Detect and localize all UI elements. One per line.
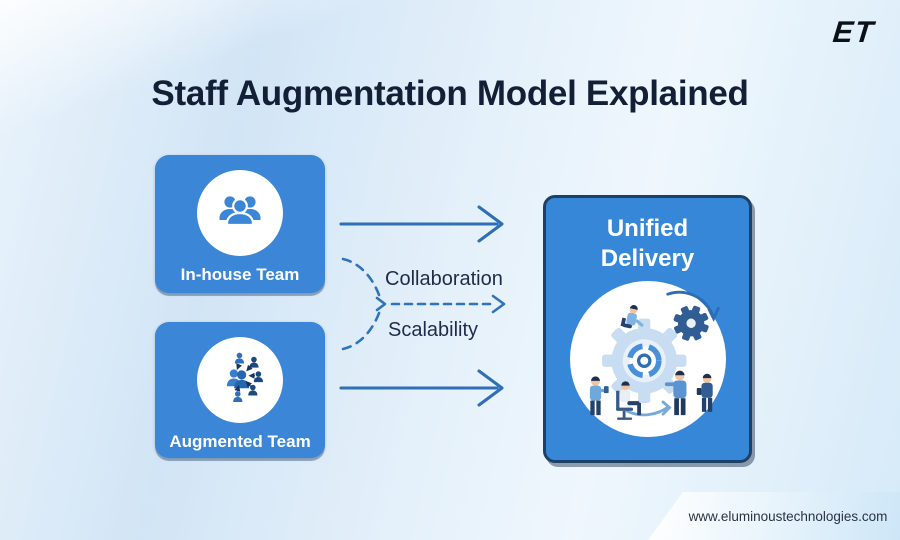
node-label-inhouse: In-house Team [180,265,300,284]
label-scalability: Scalability [388,319,479,341]
unified-delivery-title: Unified Delivery [601,214,694,274]
arrow-inhouse-to-unified [337,202,515,251]
node-label-augmented: Augmented Team [169,432,311,451]
page-title: Staff Augmentation Model Explained [151,74,749,113]
augmented-icon-circle [197,337,283,423]
node-inhouse-team: In-house Team [155,155,325,293]
node-augmented-team: Augmented Team [155,322,325,458]
website-url: www.eluminoustechnologies.com [688,508,888,524]
dashed-merge-arrow [330,250,515,365]
label-collaboration: Collaboration [385,268,503,290]
gears-teamwork-illustration [573,282,723,437]
team-group-icon [214,185,266,242]
footer-band: www.eluminoustechnologies.com [648,492,900,540]
unified-title-line1: Unified [606,215,689,242]
unified-title-line2: Delivery [600,245,695,272]
arrow-augmented-to-unified [337,366,515,415]
node-unified-delivery: Unified Delivery [543,195,752,463]
network-team-icon [211,349,269,412]
et-logo: ET [830,16,876,49]
inhouse-icon-circle [197,170,283,256]
unified-illustration-circle [569,281,726,437]
